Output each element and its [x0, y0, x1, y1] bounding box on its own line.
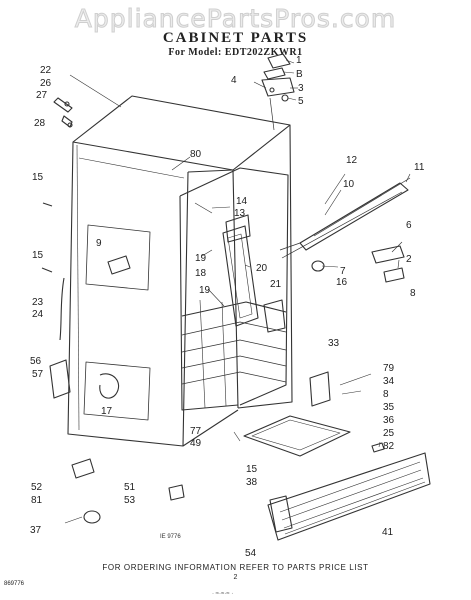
part-label: 21: [270, 279, 282, 290]
part-label: 8: [410, 288, 416, 299]
part-label: 25: [383, 428, 395, 439]
part-label: 52: [31, 482, 43, 493]
screw: [42, 202, 53, 207]
part-label: 14: [236, 196, 248, 207]
part-label: 54: [245, 548, 257, 559]
cabinet-liner: [179, 167, 289, 411]
part-label: 11: [414, 162, 425, 173]
drain-tube: [59, 277, 65, 341]
part-label: 34: [383, 376, 395, 387]
part-label: 6: [406, 220, 412, 231]
part-52-block: [71, 458, 95, 479]
back-strap: [222, 214, 259, 327]
part-label: 79: [383, 363, 395, 374]
lower-hinge: [371, 245, 405, 264]
part-label: 15: [246, 464, 258, 475]
diagram-code: IE 9776: [160, 534, 181, 540]
part-label: 27: [36, 90, 48, 101]
part-label: 16: [336, 277, 348, 288]
part-label: 5: [298, 96, 304, 107]
model-subtitle: For Model: EDT202ZKWR1: [168, 47, 303, 58]
part-label: 15: [32, 172, 44, 183]
part-label: 53: [124, 495, 136, 506]
left-hinge-hardware: [53, 97, 73, 128]
part-56-bracket: [49, 359, 71, 399]
part-label: 35: [383, 402, 395, 413]
door-rail: [279, 177, 411, 259]
part-label: 17: [101, 406, 113, 417]
part-label: 12: [346, 155, 358, 166]
part-label: 18: [195, 268, 207, 279]
hinge-pin-bracket: [383, 267, 405, 283]
part-label: 3: [298, 83, 304, 94]
part-label: 38: [246, 477, 258, 488]
leveling-leg: [168, 484, 185, 501]
bracket-9: [107, 255, 131, 275]
drain-pan: [243, 415, 351, 457]
toe-grille: [267, 452, 431, 541]
part-label: 80: [190, 149, 202, 160]
part-label: 57: [32, 369, 44, 380]
wire-harness: [99, 373, 120, 399]
part-label: 22: [40, 65, 52, 76]
part-label: B: [296, 69, 303, 80]
part-label: 23: [32, 297, 44, 308]
part-label: 15: [32, 250, 44, 261]
diagram-title: CABINET PARTS: [162, 30, 309, 46]
part-label: 13: [234, 208, 246, 219]
cabinet-shell: [67, 95, 293, 447]
roller-wheel: [83, 510, 101, 524]
part-label: 82: [383, 441, 395, 452]
part-label: 19: [195, 253, 207, 264]
part-label: 77: [190, 426, 202, 437]
part-label: 19: [199, 285, 211, 296]
part-label: 9: [96, 238, 102, 249]
part-label: 36: [383, 415, 395, 426]
part-label: 8: [383, 389, 389, 400]
part-labels: 1 B 3 5 4 22 26 27 28 80 15 15 23 24 9 5…: [30, 55, 425, 559]
part-label: 24: [32, 309, 44, 320]
hinge-bracket: [263, 299, 286, 333]
part-label: 51: [124, 482, 136, 493]
screw: [41, 267, 53, 273]
ordering-note: FOR ORDERING INFORMATION REFER TO PARTS …: [102, 563, 369, 572]
scan-mark: · ≈·≈·≈ ·: [212, 591, 234, 597]
leader-lines: [64, 59, 411, 524]
part-label: 28: [34, 118, 46, 129]
part-label: 56: [30, 356, 42, 367]
part-label: 37: [30, 525, 42, 536]
part-label: 10: [343, 179, 355, 190]
doc-code: 869776: [4, 581, 25, 587]
part-label: 1: [296, 55, 302, 66]
part-label: 2: [406, 254, 412, 265]
part-82: [371, 442, 385, 453]
part-label: 41: [382, 527, 394, 538]
part-label: 26: [40, 78, 52, 89]
page-number: 2: [233, 574, 238, 581]
part-label: 33: [328, 338, 340, 349]
part-label: 20: [256, 263, 268, 274]
part-label: 81: [31, 495, 43, 506]
top-hinge-assembly: [261, 53, 295, 131]
part-label: 49: [190, 438, 202, 449]
grille-clip: [269, 495, 293, 533]
part-33-bracket: [309, 371, 331, 407]
part-label: 7: [340, 266, 346, 277]
watermark: AppliancePartsPros.com: [74, 4, 397, 34]
part-label: 4: [231, 75, 237, 86]
